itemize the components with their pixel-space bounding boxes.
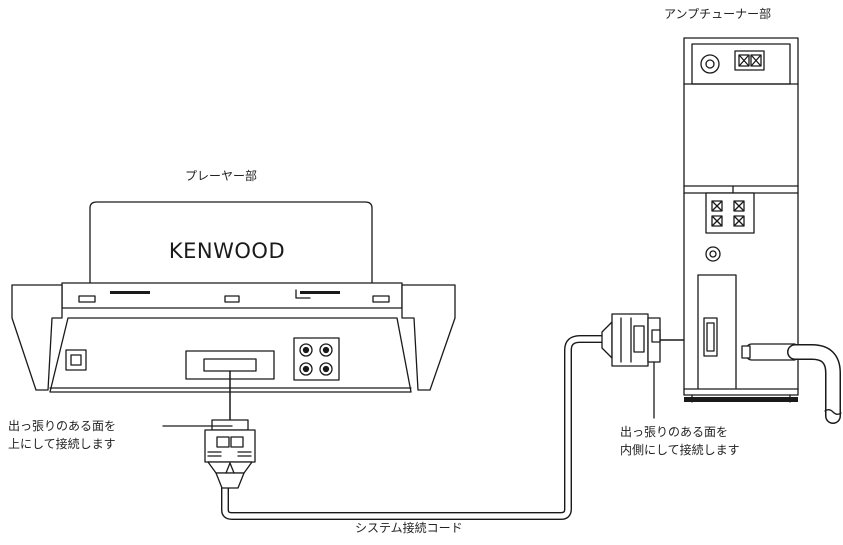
player-plug [204,370,256,489]
plate-slot-center [224,295,240,303]
player-front-panel [89,201,373,286]
system-cable [221,335,606,520]
player-note-line-1: 出っ張りのある面を [8,419,117,433]
player-right-wing [401,284,456,391]
plate-slot-left [78,295,96,303]
player-label: プレーヤー部 [185,169,258,183]
amp-note-line-1: 出っ張りのある面を [620,425,729,439]
cable-label: システム接続コード [355,521,463,535]
rca-jack-panel [293,337,340,381]
brand-logo: KENWOOD [169,239,285,263]
amp-note-line-2: 内側にして接続します [620,443,740,457]
speaker-terminals [705,192,755,234]
player-left-wing [11,284,63,391]
player-note-line-2: 上にして接続します [8,437,116,451]
player-unit [11,201,456,393]
plate-slot-right [372,295,390,303]
amp-tuner-label: アンプチューナー部 [664,7,772,21]
amp-tuner-unit [683,37,799,403]
power-cord-bushing [741,345,751,359]
power-cord [787,344,842,424]
